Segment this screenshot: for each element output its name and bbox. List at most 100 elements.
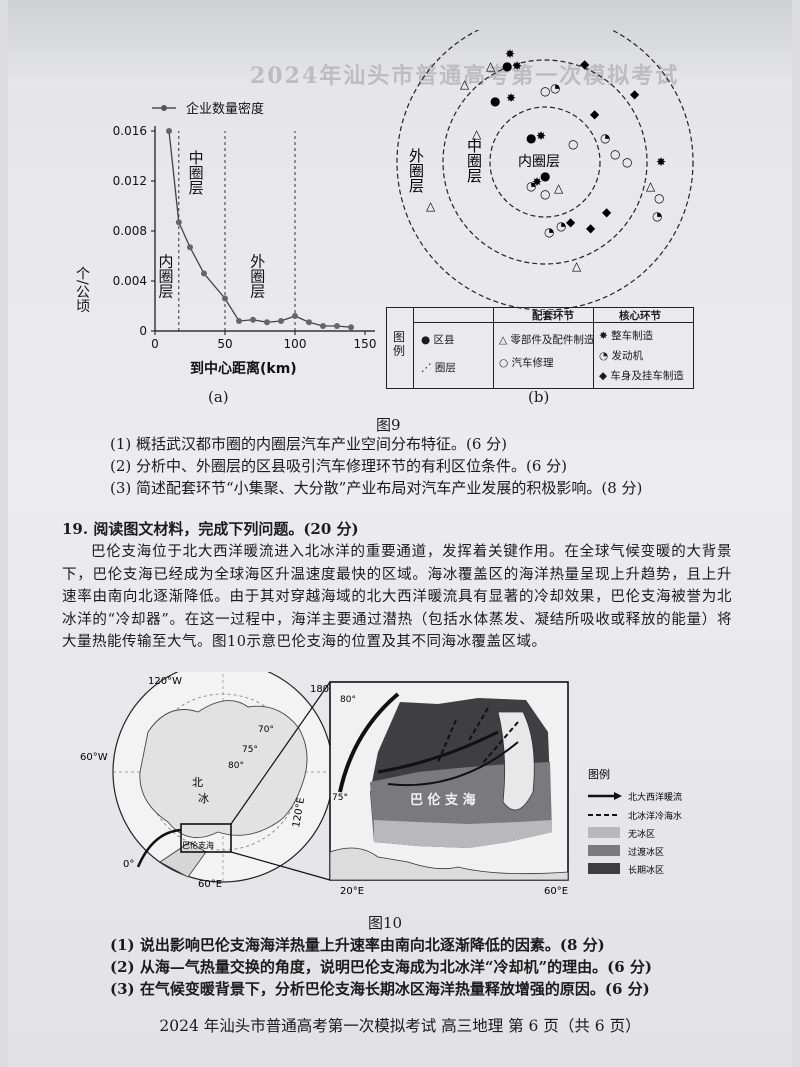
enterprise-symbol: ◔ [526,179,536,193]
legend-cold: 北冰洋冷海水 [628,810,682,822]
warm-current-main [338,692,400,793]
middle-ring [442,59,648,265]
enterprise-symbol: ◔ [556,219,566,233]
polar-map: 巴伦支海 120°W 60°W 180° 120°E 60°E 0° 75° 7… [80,672,334,890]
cold-current-3 [467,707,489,743]
data-point [278,318,284,324]
data-point [236,318,242,324]
lon0-label: 0° [123,859,134,870]
zone-label-2: 外圈层 [248,254,266,299]
page-footer: 2024 年汕头市普通高考第一次模拟考试 高三地理 第 6 页（共 6 页） [159,1017,641,1035]
legend-marker [161,105,167,111]
lat75b-label: 75° [332,793,348,803]
x-tick-label: 50 [217,337,232,351]
arctic-landmass [139,700,308,839]
enterprise-symbol: ✸ [656,155,666,169]
legend-title: 图例 [393,330,406,358]
q18-2: (2) 分析中、外圈层的区县吸引汽车修理环节的有利区位条件。(6 分) [110,457,568,475]
q18-3: (3) 简述配套环节“小集聚、大分散”产业布局对汽车产业发展的积极影响。(8 分… [110,479,643,497]
legend-no-ice: 无冰区 [628,828,655,840]
enterprise-symbol: ✸ [536,129,546,143]
x-tick-label: 150 [354,337,377,351]
zoom-line-top [230,681,331,825]
enterprise-symbol: △ [472,127,482,141]
enterprise-symbol: △ [554,181,564,195]
exam-page [8,0,792,1067]
legend-label: 企业数量密度 [186,101,264,117]
data-point [166,128,172,134]
enterprise-symbol: △ [486,59,496,73]
zoom-line-bottom [230,851,331,881]
north-label: 北 [192,776,203,789]
fig10-maps: 巴伦支海 120°W 60°W 180° 120°E 60°E 0° 75° 7… [80,672,682,897]
q19-2: (2) 从海—气热量交换的角度，说明巴伦支海成为北冰洋“冷却机”的理由。(6 分… [110,958,652,976]
body-legend: ◆ 车身及挂车制造 [599,370,684,382]
y-axis-label: 个/公顷 [74,266,90,313]
x-tick-label: 100 [284,337,307,351]
data-point [306,319,312,326]
legend-warm: 北大西洋暖流 [628,791,682,803]
fig10-legend: 图例 北大西洋暖流 北冰洋冷海水 无冰区 过渡冰区 长期冰区 [588,767,682,876]
enterprise-symbol: ◆ [630,87,640,101]
enterprise-symbol: ◆ [586,221,596,235]
lon60w-label: 60°W [80,752,108,763]
series-marks [166,128,354,331]
fig9b-legend: 图例 配套环节 核心环节 ● 区县 ⋰ 圈层 △ 零部件及配件制造 ○ 汽车修理… [386,307,694,389]
peitao-title: 配套环节 [532,310,574,322]
no-ice-area [374,820,552,848]
cold-current-2 [481,721,519,765]
barents-label: 巴 伦 支 海 [410,792,476,808]
zone-label-0: 内圈层 [157,254,175,299]
lon180-label: 180° [310,684,334,695]
exam-title-ghost: 2024年汕头市普通高考第一次模拟考试 [250,63,680,89]
y-tick-label: 0 [139,324,147,338]
enterprise-symbol: △ [572,259,582,273]
engine-legend: ◔ 发动机 [599,350,643,362]
data-point [250,316,256,323]
outer-ring [396,30,694,310]
enterprise-symbol: ○ [540,187,550,201]
lon60e-label: 60°E [198,879,222,890]
outer-ring-label: 外圈层 [407,148,425,193]
data-point [320,323,326,329]
assembly-legend: ✸ 整车制造 [599,330,654,342]
enterprise-symbol: ◔ [550,81,560,95]
inner-ring-label: 内圈层 [518,154,560,170]
q18-1: (1) 概括武汉都市圈的内圈层汽车产业空间分布特征。(6 分) [110,435,508,453]
parts-legend: △ 零部件及配件制造 [499,334,595,346]
data-point [201,270,207,277]
enterprise-symbol: ✸ [532,175,542,189]
fig9a-panel-label: (a) [208,388,229,406]
enterprise-symbol: ○ [654,191,664,205]
lat70-label: 70° [258,725,274,735]
enterprise-symbol: ✸ [512,59,522,73]
zone-label-1: 中圈层 [187,150,205,195]
y-tick-label: 0.004 [113,274,147,288]
data-point [187,244,193,251]
y-tick-label: 0.008 [113,224,147,238]
enterprise-symbol: ✸ [505,47,515,61]
lon120w-label: 120°W [148,676,182,687]
data-point [348,324,354,331]
enterprise-symbol: ◆ [602,205,612,219]
enterprise-symbol: ◔ [652,209,662,223]
hexin-title: 核心环节 [619,310,661,322]
fig9b-panel-label: (b) [528,388,550,406]
question-19-material: 巴伦支海位于北大西洋暖流进入北冰洋的重要通道，发挥着关键作用。在全球气候变暖的大… [62,544,732,650]
transition-ice-key [588,845,620,856]
enterprise-symbol: ○ [568,137,578,151]
lat80b-label: 80° [340,695,356,705]
mainland-coast [329,847,569,881]
enterprise-symbol: △ [426,199,436,213]
lat75-label: 75° [242,745,258,755]
inner-ring [489,106,601,218]
barents-small-label: 巴伦支海 [182,840,214,850]
repair-legend: ○ 汽车修理 [499,357,554,369]
enterprise-symbol: ● [490,94,500,108]
enterprise-symbol: ● [502,59,512,73]
fig10-legend-title: 图例 [588,767,610,781]
q19-3: (3) 在气候变暖背景下，分析巴伦支海长期冰区海洋热量释放增强的原因。(6 分) [110,980,650,998]
lon120e-label: 120°E [291,797,307,829]
